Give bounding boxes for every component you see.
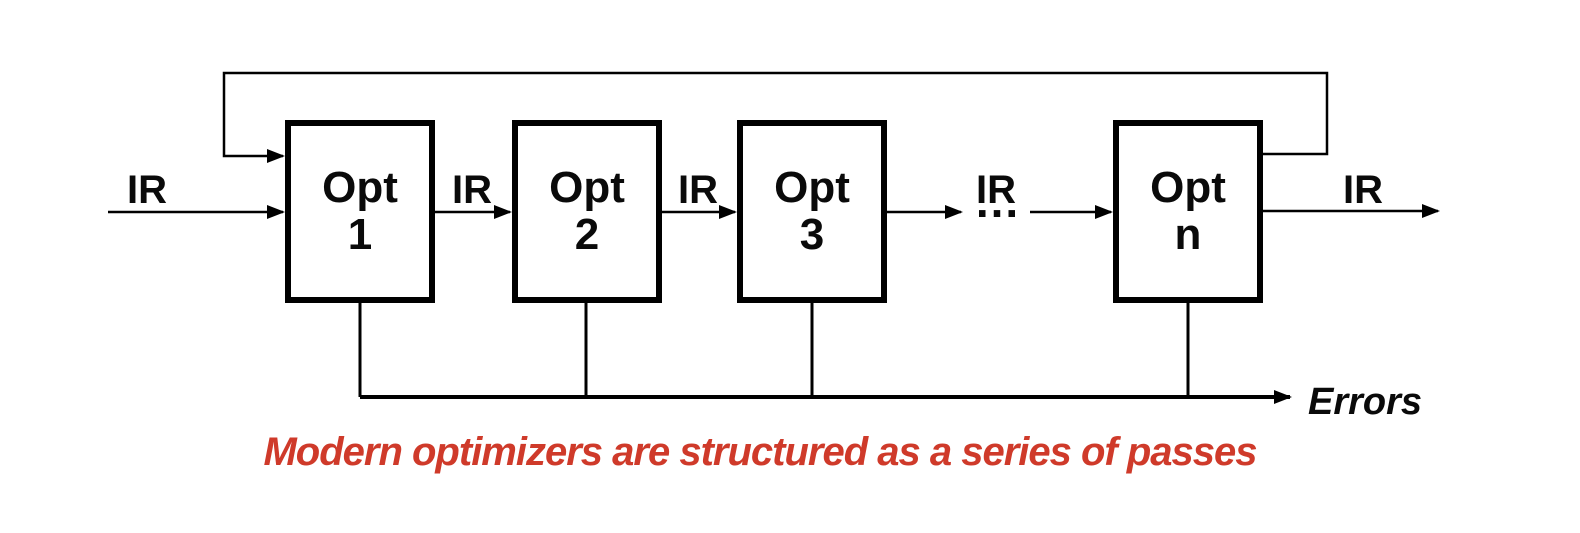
ir-label-opt2-opt3: IR	[678, 168, 718, 212]
ellipsis-dots: ...	[975, 175, 1021, 227]
opt-box-3: Opt 3	[737, 120, 887, 303]
ir-label-input: IR	[127, 168, 167, 212]
opt-box-n: Opt n	[1113, 120, 1263, 303]
feedback-loop-line	[222, 71, 1329, 163]
opt-box-2-label: Opt	[549, 162, 625, 212]
opt-box-1-label: Opt	[322, 162, 398, 212]
ir-label-before-dots: IR	[976, 168, 1016, 212]
ir-label-opt1-opt2: IR	[452, 168, 492, 212]
opt-box-2: Opt 2	[512, 120, 662, 303]
opt-box-3-label: Opt	[774, 162, 850, 212]
opt-box-1-number: 1	[347, 209, 373, 259]
opt-box-2-number: 2	[574, 209, 600, 259]
opt-box-n-label: Opt	[1150, 162, 1226, 212]
caption-text: Modern optimizers are structured as a se…	[263, 430, 1257, 474]
ir-label-output: IR	[1343, 168, 1383, 212]
errors-label: Errors	[1308, 381, 1423, 423]
opt-box-n-number: n	[1174, 209, 1202, 259]
opt-box-3-number: 3	[799, 209, 825, 259]
opt-box-1: Opt 1	[285, 120, 435, 303]
